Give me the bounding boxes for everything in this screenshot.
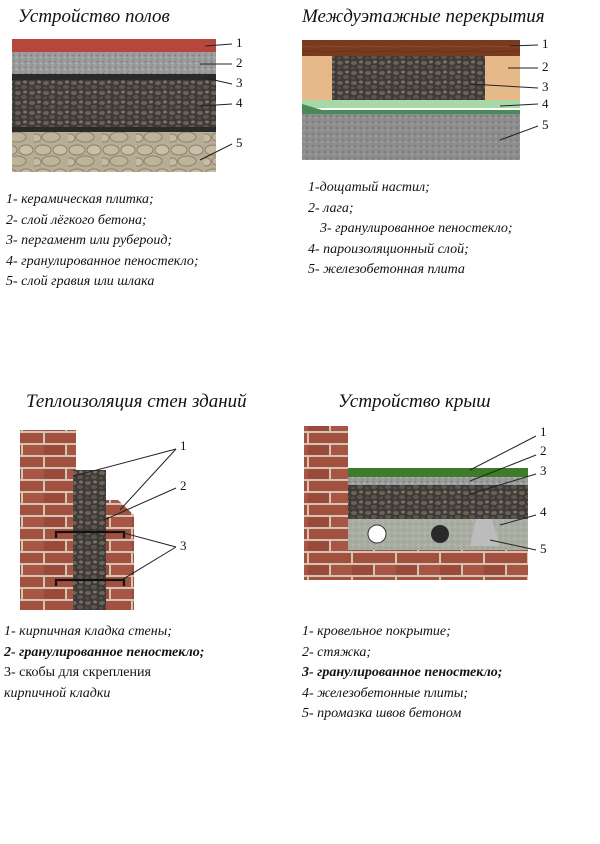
panel-title: Междуэтажные перекрытия [302, 6, 545, 27]
callout-2: 2 [540, 443, 547, 458]
legend-floors: 1- керамическая плитка; 2- слой лёгкого … [6, 190, 199, 293]
callout-2: 2 [180, 478, 187, 493]
callout-4: 4 [236, 95, 243, 110]
legend-item: 2- слой лёгкого бетона; [6, 212, 147, 228]
foam-glass-insulation [73, 470, 106, 610]
wall-brick-base [304, 550, 528, 580]
legend-item: 5- промазка швов бетоном [302, 706, 462, 721]
joist-left [302, 56, 332, 100]
legend-item: 3- гранулированное пеностекло; [302, 665, 503, 680]
roof-cross-section-diagram: 1 2 3 4 5 [304, 424, 547, 580]
callout-4: 4 [540, 504, 547, 519]
callout-1: 1 [180, 438, 187, 453]
legend-walls: 1- кирпичная кладка стены; 2- гранулиров… [4, 622, 204, 704]
light-concrete-layer [12, 52, 216, 74]
wall-ties [54, 530, 126, 586]
board-deck [302, 40, 520, 56]
rc-slab [302, 114, 520, 160]
roofing-felt-layer [12, 74, 216, 80]
legend-item: 2- лага; [308, 200, 354, 216]
legend-item: 4- гранулированное пеностекло; [6, 253, 199, 269]
floor-cross-section-diagram: 1 2 3 4 5 [12, 35, 243, 172]
panel-title: Устройство крыш [338, 391, 491, 412]
panel-title: Теплоизоляция стен зданий [26, 391, 247, 412]
callout-2: 2 [236, 55, 243, 70]
legend-interfloor: 1-дощатый настил; 2- лага; 3- гранулиров… [308, 178, 513, 281]
panel-title: Устройство полов [18, 6, 170, 27]
foam-glass-layer [12, 80, 216, 127]
callout-5: 5 [540, 541, 547, 556]
legend-item: 1- кирпичная кладка стены; [4, 624, 172, 639]
callout-3: 3 [542, 79, 549, 94]
callout-5: 5 [236, 135, 243, 150]
callout-2: 2 [542, 59, 549, 74]
joist-right [485, 56, 520, 100]
legend-item: 4- железобетонные плиты; [302, 685, 469, 701]
foam-glass-fill [332, 56, 485, 100]
legend-item: 3- скобы для скрепления [4, 665, 151, 680]
callout-5: 5 [542, 117, 549, 132]
joint-grout [470, 519, 500, 546]
parapet-brick [304, 426, 348, 550]
callout-1: 1 [236, 35, 243, 50]
callout-3: 3 [540, 463, 547, 478]
legend-item: 3- гранулированное пеностекло; [320, 221, 513, 236]
callout-1: 1 [542, 36, 549, 51]
legend-item: 4- пароизоляционный слой; [308, 241, 469, 257]
legend-item: 2- стяжка; [302, 644, 372, 660]
brick-wall-outer [104, 500, 134, 610]
tile-layer [12, 39, 216, 52]
interfloor-cross-section-diagram: 1 2 3 4 5 [302, 36, 549, 160]
screed [348, 477, 528, 485]
legend-roof: 1- кровельное покрытие; 2- стяжка; 3- гр… [302, 622, 502, 725]
callout-3: 3 [180, 538, 187, 553]
callout-3: 3 [236, 75, 243, 90]
legend-item: 1-дощатый настил; [308, 180, 430, 195]
vapor-barrier [302, 100, 520, 108]
roof-covering [348, 468, 528, 477]
gravel-layer [12, 132, 216, 172]
legend-item: 1- кровельное покрытие; [302, 624, 451, 639]
felt-layer-2 [12, 127, 216, 132]
legend-item: 5- железобетонная плита [308, 262, 465, 277]
legend-item: 2- гранулированное пеностекло; [4, 644, 205, 660]
legend-item: 1- керамическая плитка; [6, 192, 154, 207]
foam-glass-roof [348, 485, 528, 519]
legend-item: кирпичной кладки [4, 685, 111, 701]
legend-item: 5- слой гравия или шлака [6, 274, 155, 289]
callout-1: 1 [540, 424, 547, 439]
callout-4: 4 [542, 96, 549, 111]
wall-cross-section-diagram: 1 2 3 [20, 430, 187, 610]
legend-item: 3- пергамент или рубероид; [6, 233, 173, 248]
